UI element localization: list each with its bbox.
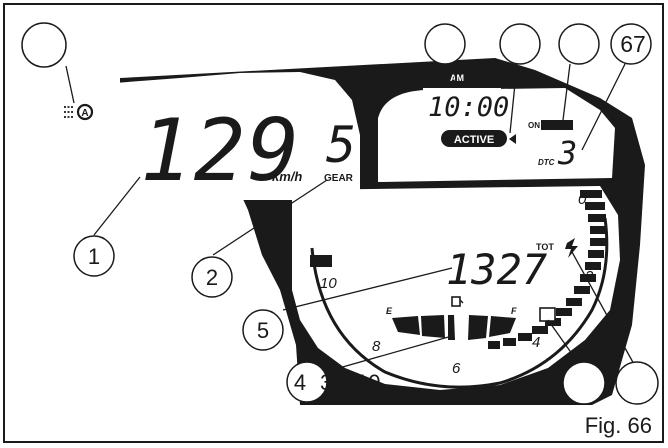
fuel-full-label: F [511,306,517,316]
rpm-label: RPMx1000 [513,182,544,188]
clock-ampm: AM [450,73,464,83]
callout-5-label: 5 [257,318,269,343]
callout-3-label: 3 [320,370,332,395]
speed-window [20,72,360,200]
tacho-tick-8: 8 [372,338,381,355]
tachometer-window [292,186,620,390]
odometer-label: TOT [536,242,554,252]
tot-trip-icon [565,238,578,258]
tach-redline-block [310,255,332,267]
odometer-value: 1327 [446,245,547,294]
callout-67-label: 67 [620,31,646,57]
tacho-tick-6: 6 [452,360,461,377]
fuel-empty-label: E [386,306,393,316]
callout-2-label: 2 [206,265,218,290]
figure-label: Fig. 66 [585,413,652,438]
dtc-value: 3 [557,134,577,172]
callout-1-label: 1 [88,244,100,269]
gear-value: 5 [326,116,356,174]
clock-time: 10:00 [428,92,509,123]
callout-circle-1 [73,235,115,277]
tacho-tick-2: 2 [584,268,594,285]
tachometer-arc [310,217,609,389]
gear-label: GEAR [324,173,354,184]
speed-unit: km/h [272,169,302,184]
tacho-tick-4: 4 [532,334,540,351]
callout-circle-4 [286,361,328,403]
active-pill [441,130,507,147]
callout-10-label: 10 [356,370,380,395]
tacho-tick-0: 0 [578,191,587,208]
rpm-bargraph [488,190,606,349]
callout-circle-2 [191,256,233,298]
callout-circle-5 [242,309,284,351]
active-label: ACTIVE [454,134,494,146]
on-label: ON [528,121,540,130]
callout-leader-lines [65,57,636,373]
fuel-bargraph [392,307,556,340]
callout-4-label: 4 [294,370,306,395]
on-bar [541,120,573,130]
tacho-tick-10: 10 [320,275,337,292]
dtc-label: DTC [538,158,555,167]
active-arrow-icon [509,134,516,144]
speed-value: 129 [140,101,301,201]
headlight-auto-icon: A [64,103,94,121]
fuel-pump-icon [451,296,464,307]
clock-backdrop [423,88,501,122]
svg-text:A: A [81,108,88,119]
callout-circle-67 [610,23,652,65]
callout-circles-blank [21,22,659,405]
